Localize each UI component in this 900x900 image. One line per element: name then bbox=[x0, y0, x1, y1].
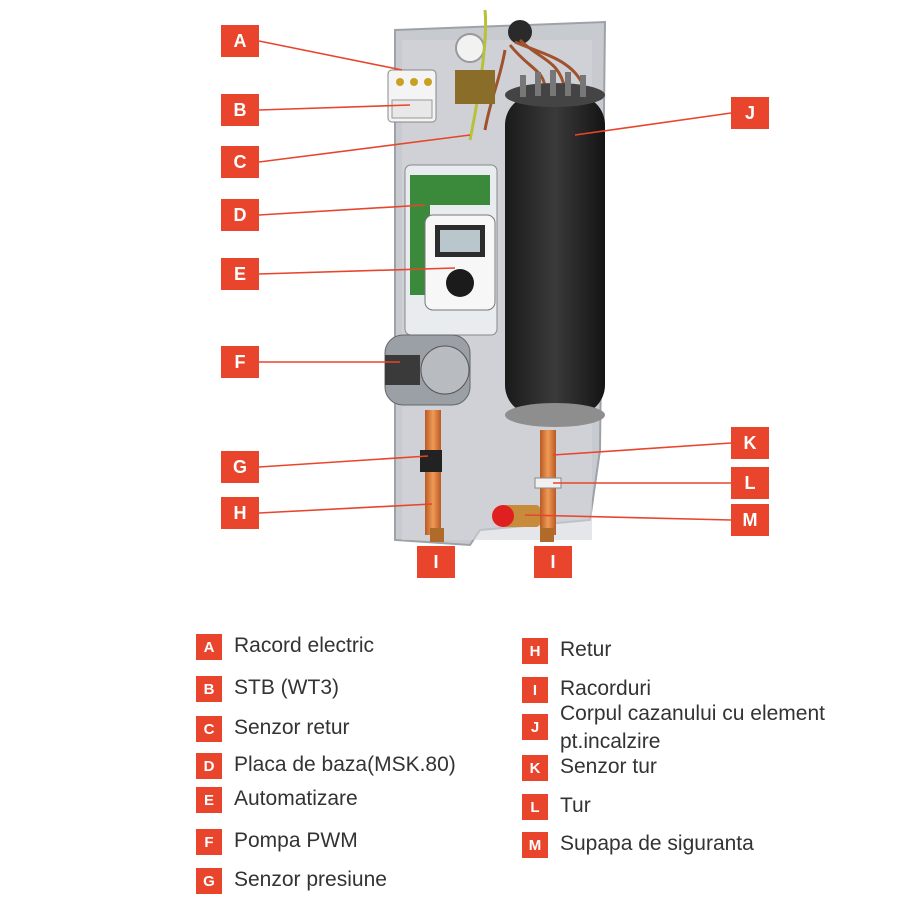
legend-item-e: E Automatizare bbox=[196, 785, 358, 813]
legend-label: Racord electric bbox=[234, 634, 375, 657]
legend-item-l: L Tur bbox=[522, 792, 591, 820]
callout-j: J bbox=[731, 97, 769, 129]
legend-badge: I bbox=[522, 677, 548, 703]
legend-label: Retur bbox=[560, 638, 612, 661]
legend-label: Supapa de siguranta bbox=[560, 832, 754, 855]
callout-b: B bbox=[221, 94, 259, 126]
legend-badge: B bbox=[196, 676, 222, 702]
safety-valve-cap bbox=[492, 505, 514, 527]
heating-tank bbox=[505, 95, 605, 415]
legend-badge: F bbox=[196, 829, 222, 855]
callout-k: K bbox=[731, 427, 769, 459]
callout-d: D bbox=[221, 199, 259, 231]
legend-label: Corpul cazanului cu element pt.incalzire bbox=[560, 702, 825, 753]
callout-h: H bbox=[221, 497, 259, 529]
legend-item-j: J Corpul cazanului cu element pt.incalzi… bbox=[522, 700, 860, 756]
stb-block bbox=[455, 70, 495, 104]
legend-item-c: C Senzor retur bbox=[196, 714, 350, 742]
legend-label: Tur bbox=[560, 794, 591, 817]
legend-badge: C bbox=[196, 716, 222, 742]
heater-terminals bbox=[520, 70, 586, 97]
panel-hole bbox=[455, 33, 485, 63]
legend-item-g: G Senzor presiune bbox=[196, 866, 387, 894]
legend-badge: D bbox=[196, 753, 222, 779]
legend-label: Placa de baza(MSK.80) bbox=[234, 753, 456, 776]
pressure-sensor bbox=[420, 450, 442, 472]
return-pipe bbox=[425, 410, 441, 535]
legend-badge: L bbox=[522, 794, 548, 820]
control-knob bbox=[446, 269, 474, 297]
legend-badge: G bbox=[196, 868, 222, 894]
callout-i-left: I bbox=[417, 546, 455, 578]
legend-badge: A bbox=[196, 634, 222, 660]
boiler-illustration bbox=[258, 9, 732, 547]
legend-label: Racorduri bbox=[560, 677, 652, 700]
legend-label: Senzor tur bbox=[560, 755, 657, 778]
legend-label: Senzor presiune bbox=[234, 868, 387, 891]
legend-label: Senzor retur bbox=[234, 716, 350, 739]
legend-item-a: A Racord electric bbox=[196, 632, 374, 660]
legend-item-d: D Placa de baza(MSK.80) bbox=[196, 751, 456, 779]
legend: A Racord electric B STB (WT3) C Senzor r… bbox=[0, 620, 900, 900]
legend-badge: K bbox=[522, 755, 548, 781]
legend-badge: H bbox=[522, 638, 548, 664]
callout-i-right: I bbox=[534, 546, 572, 578]
legend-item-b: B STB (WT3) bbox=[196, 674, 339, 702]
legend-badge: M bbox=[522, 832, 548, 858]
legend-item-i: I Racorduri bbox=[522, 675, 651, 703]
callout-e: E bbox=[221, 258, 259, 290]
callout-m: M bbox=[731, 504, 769, 536]
callout-f: F bbox=[221, 346, 259, 378]
legend-item-f: F Pompa PWM bbox=[196, 827, 358, 855]
legend-item-m: M Supapa de siguranta bbox=[522, 830, 754, 858]
callout-a: A bbox=[221, 25, 259, 57]
legend-label: Pompa PWM bbox=[234, 829, 358, 852]
callout-g: G bbox=[221, 451, 259, 483]
legend-badge: E bbox=[196, 787, 222, 813]
ground-wire bbox=[468, 9, 488, 141]
callout-l: L bbox=[731, 467, 769, 499]
legend-label: Automatizare bbox=[234, 787, 358, 810]
callout-c: C bbox=[221, 146, 259, 178]
legend-item-h: H Retur bbox=[522, 636, 611, 664]
leader-lines bbox=[258, 40, 732, 521]
legend-badge: J bbox=[522, 714, 548, 740]
legend-item-k: K Senzor tur bbox=[522, 753, 657, 781]
cable-gland bbox=[508, 20, 532, 44]
boiler-diagram: A B C D E F G H I I J K L M bbox=[221, 9, 769, 578]
legend-label: STB (WT3) bbox=[234, 676, 339, 699]
